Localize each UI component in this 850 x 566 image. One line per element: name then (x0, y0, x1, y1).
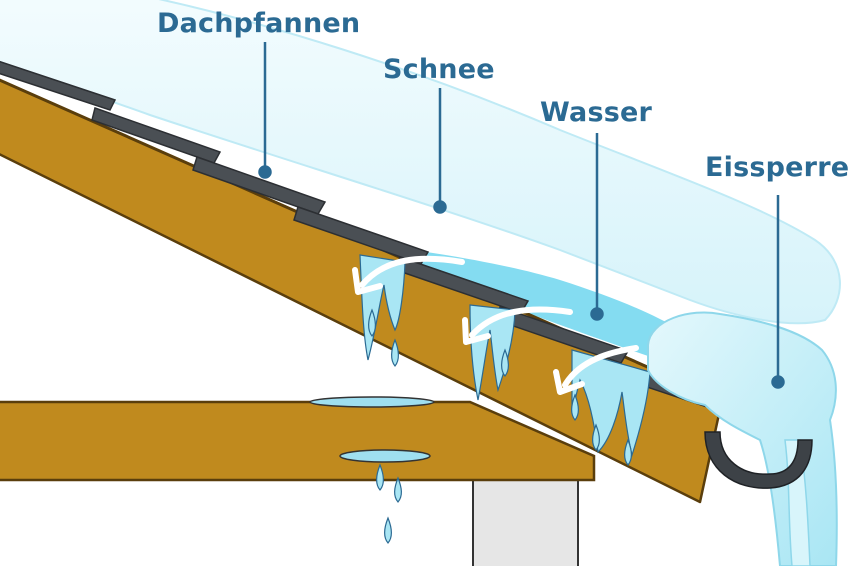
leader-dot-eissperre (771, 375, 785, 389)
drip (501, 348, 509, 377)
label-schnee: Schnee (383, 54, 495, 85)
flow-arrow (562, 345, 639, 388)
leader-lines (258, 42, 785, 389)
label-eissperre: Eissperre (705, 152, 850, 183)
ceiling-beam (0, 400, 596, 482)
flow-arrow (553, 369, 585, 395)
flow-arrow (352, 267, 383, 295)
drip (376, 463, 384, 491)
leak-drip-base (339, 449, 431, 463)
flow-arrow (359, 255, 465, 288)
gutter (704, 431, 813, 489)
flow-arrow (462, 317, 491, 345)
label-wasser: Wasser (540, 97, 653, 128)
drip (384, 516, 392, 544)
flow-arrows (352, 255, 639, 395)
drip (592, 423, 600, 451)
leak-spot (309, 396, 435, 408)
drip (391, 338, 399, 367)
shingle (0, 60, 117, 111)
leader-dot-dachpfannen (258, 165, 272, 179)
drip (394, 476, 402, 503)
leader-dot-wasser (590, 307, 604, 321)
drip (571, 393, 579, 421)
flow-arrow (469, 306, 573, 338)
snow-layer (0, 0, 841, 325)
label-dachpfannen: Dachpfannen (157, 8, 361, 39)
drip (624, 438, 632, 466)
leader-dot-schnee (433, 200, 447, 214)
drip (368, 308, 376, 337)
